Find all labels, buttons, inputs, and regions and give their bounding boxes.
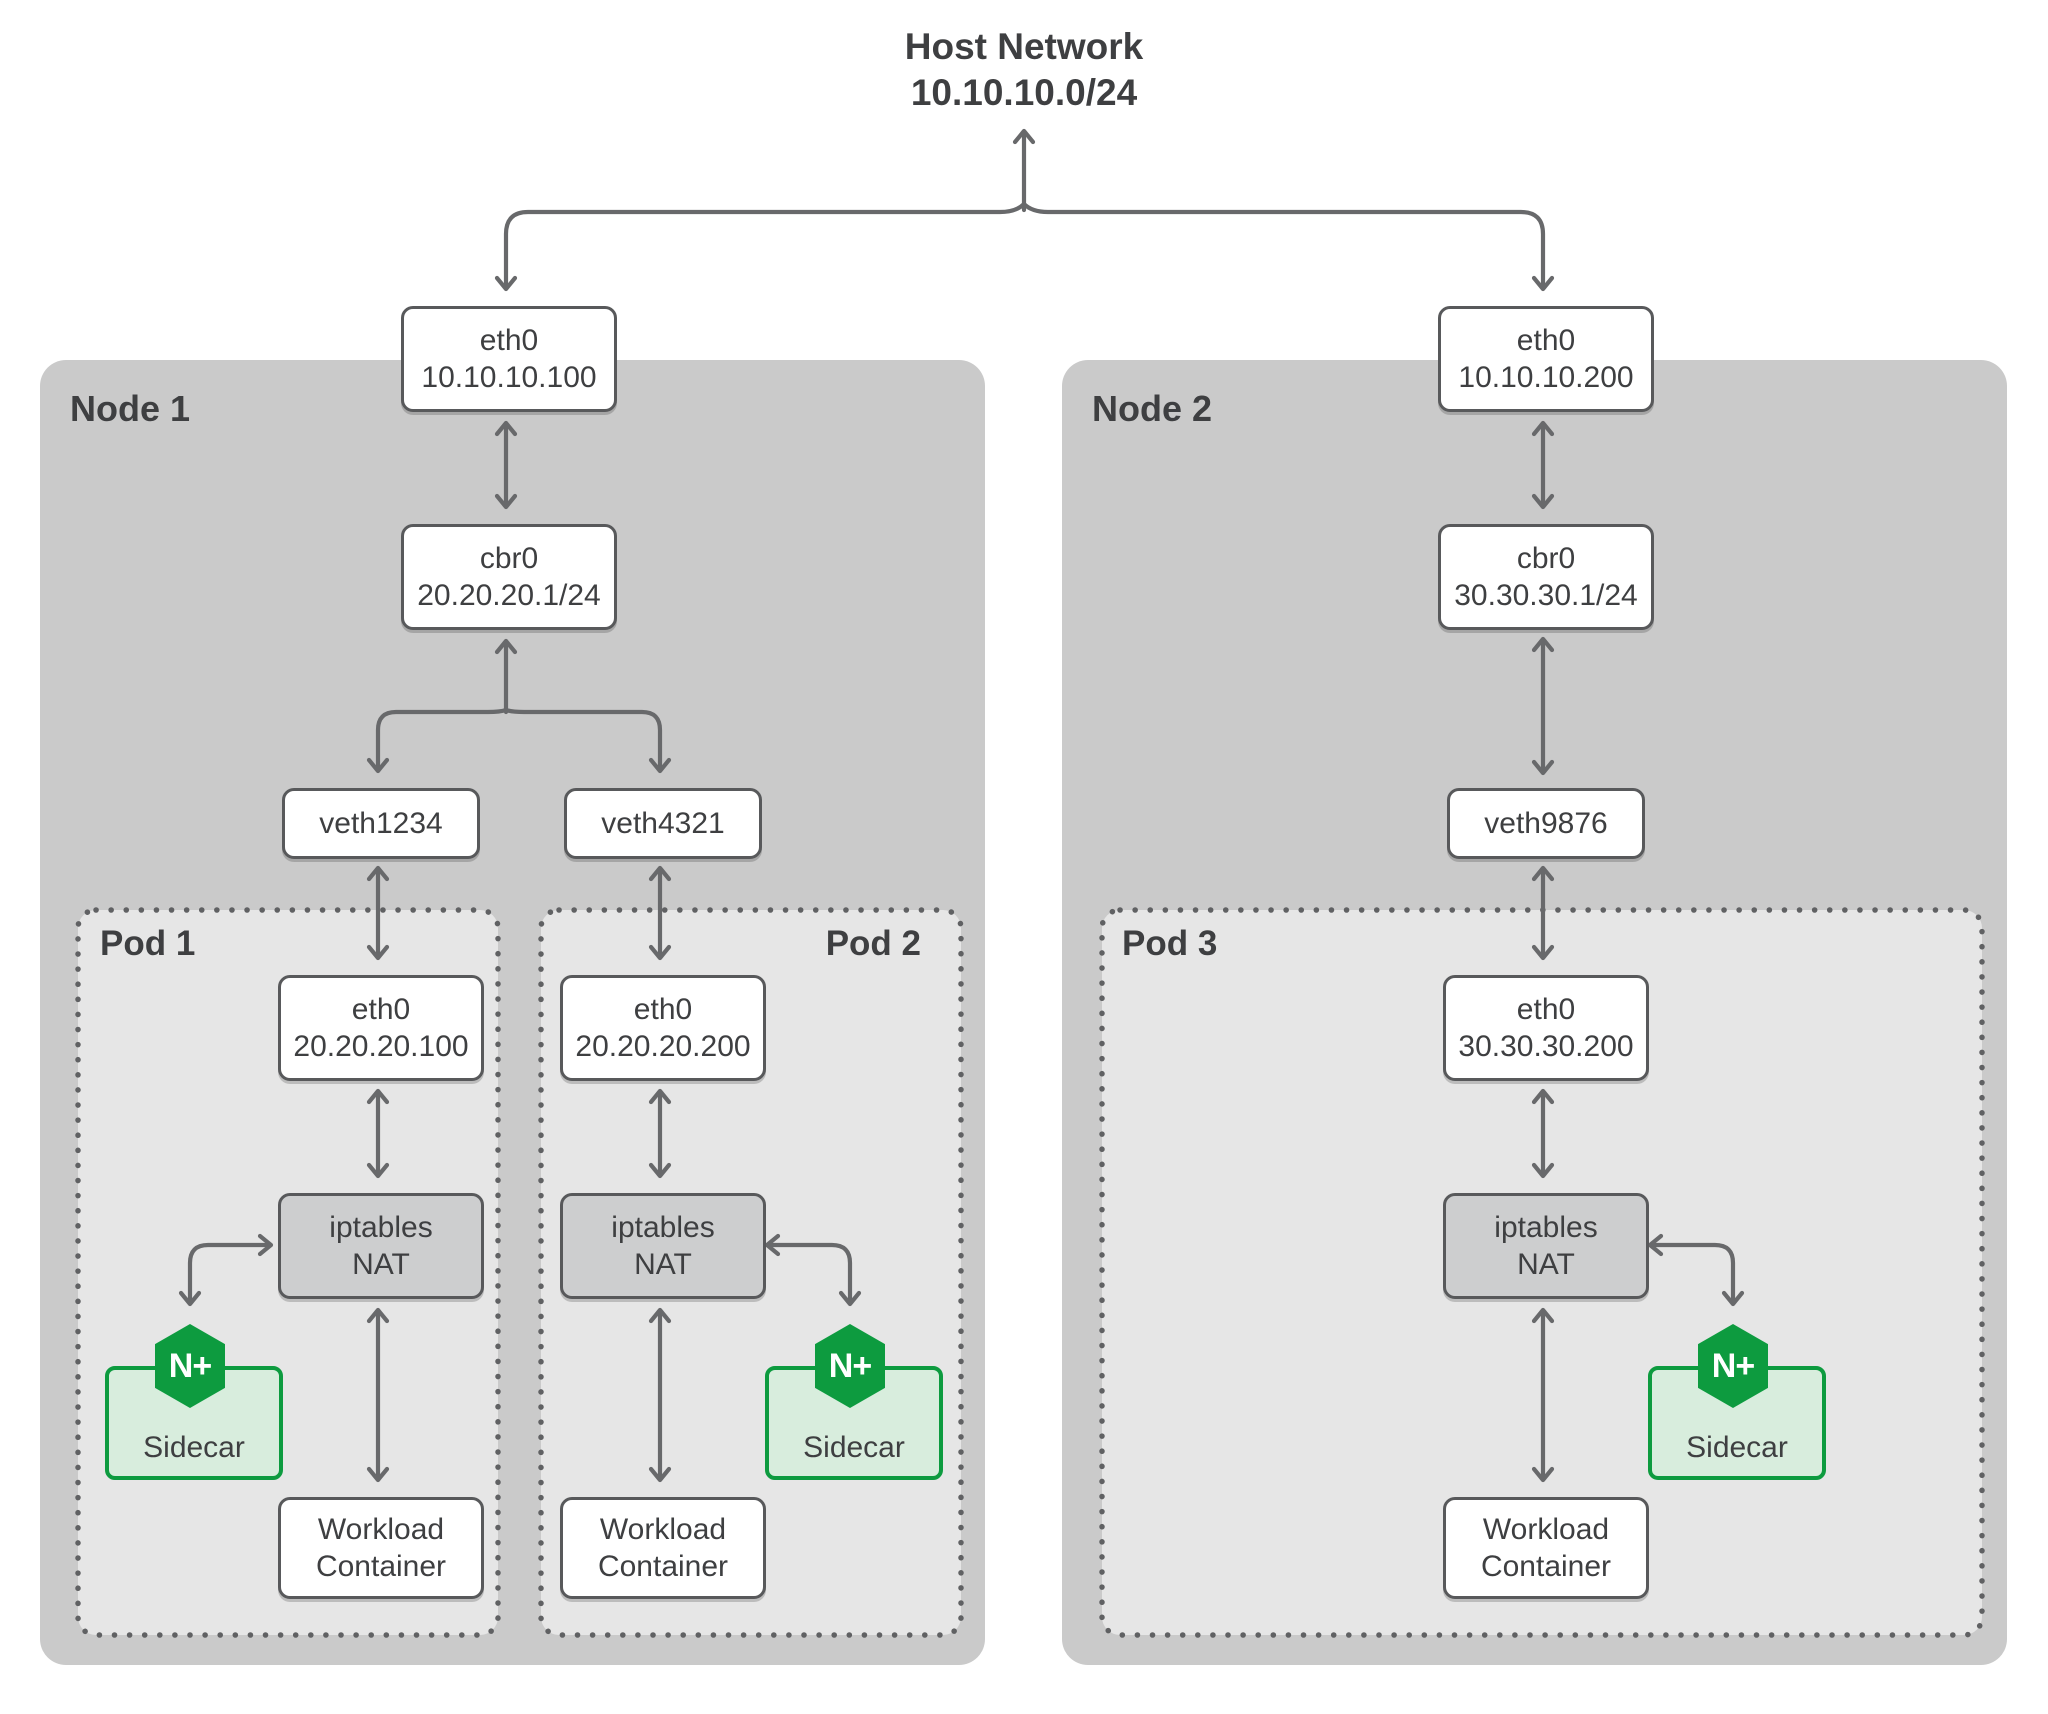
arrow-layer — [178, 128, 1745, 1483]
pod-1-label: Pod 1 — [100, 924, 196, 963]
workload-line2: Container — [597, 1550, 729, 1583]
interface-address: 20.20.20.100 — [293, 1030, 469, 1063]
workload-line1: Workload — [599, 1513, 727, 1546]
bridge-address: 30.30.30.1/24 — [1454, 579, 1638, 612]
nginx-plus-icon: N+ — [815, 1324, 885, 1408]
nat-line1: iptables — [329, 1211, 433, 1244]
host-network-cidr: 10.10.10.0/24 — [910, 72, 1138, 113]
nginx-plus-icon: N+ — [155, 1324, 225, 1408]
bridge-name: cbr0 — [479, 542, 539, 575]
interface-address: 30.30.30.200 — [1458, 1030, 1634, 1063]
nginx-plus-icon: N+ — [1698, 1324, 1768, 1408]
interface-name: eth0 — [633, 993, 693, 1026]
veth-name: veth1234 — [319, 807, 443, 840]
nat-line2: NAT — [352, 1248, 410, 1281]
nat-line1: iptables — [1494, 1211, 1598, 1244]
nat-line1: iptables — [611, 1211, 715, 1244]
arrow-host-to-node1-eth0 — [494, 201, 1027, 292]
pod-1-eth0-box: eth0 20.20.20.100 — [278, 975, 484, 1081]
pod-1-iptables-nat-box: iptables NAT — [278, 1193, 484, 1299]
sidecar-label: Sidecar — [1686, 1431, 1788, 1464]
pod-2-workload-container-box: Workload Container — [560, 1497, 766, 1599]
node-2-veth9876-box: veth9876 — [1447, 788, 1645, 859]
pod-3-eth0-box: eth0 30.30.30.200 — [1443, 975, 1649, 1081]
bridge-address: 20.20.20.1/24 — [417, 579, 601, 612]
pod-1-workload-container-box: Workload Container — [278, 1497, 484, 1599]
pod-2-iptables-nat-box: iptables NAT — [560, 1193, 766, 1299]
arrow-cbr0-to-veth4321 — [503, 707, 672, 774]
nginx-plus-logo-text: N+ — [168, 1346, 212, 1385]
pod-3-iptables-nat-box: iptables NAT — [1443, 1193, 1649, 1299]
host-network-name: Host Network — [904, 26, 1144, 67]
nginx-plus-logo-text: N+ — [828, 1346, 872, 1385]
interface-name: eth0 — [1516, 324, 1576, 357]
nginx-plus-logo-text: N+ — [1711, 1346, 1755, 1385]
node-1-cbr0-box: cbr0 20.20.20.1/24 — [401, 524, 617, 630]
workload-line1: Workload — [1482, 1513, 1610, 1546]
pod-2-eth0-box: eth0 20.20.20.200 — [560, 975, 766, 1081]
node-1-eth0-box: eth0 10.10.10.100 — [401, 306, 617, 412]
arrow-pod1-sidecar-nat — [178, 1233, 274, 1307]
sidecar-label: Sidecar — [803, 1431, 905, 1464]
pod-3-label: Pod 3 — [1122, 924, 1218, 963]
workload-line1: Workload — [317, 1513, 445, 1546]
interface-name: eth0 — [479, 324, 539, 357]
arrow-pod3-nat-sidecar — [1647, 1233, 1745, 1307]
node-1-label: Node 1 — [70, 388, 191, 429]
veth-name: veth9876 — [1484, 807, 1608, 840]
interface-address: 10.10.10.200 — [1458, 361, 1634, 394]
interface-address: 20.20.20.200 — [575, 1030, 751, 1063]
arrow-cbr0-to-veth1234 — [366, 707, 509, 774]
host-network-title: Host Network 10.10.10.0/24 — [0, 24, 2048, 116]
arrow-pod2-nat-sidecar — [764, 1233, 862, 1307]
node-2-cbr0-box: cbr0 30.30.30.1/24 — [1438, 524, 1654, 630]
node-1-veth4321-box: veth4321 — [564, 788, 762, 859]
arrow-host-to-node2-eth0 — [1021, 201, 1555, 292]
bridge-name: cbr0 — [1516, 542, 1576, 575]
nat-line2: NAT — [634, 1248, 692, 1281]
veth-name: veth4321 — [601, 807, 725, 840]
node-1-veth1234-box: veth1234 — [282, 788, 480, 859]
workload-line2: Container — [1480, 1550, 1612, 1583]
node-2-label: Node 2 — [1092, 388, 1213, 429]
sidecar-label: Sidecar — [143, 1431, 245, 1464]
workload-line2: Container — [315, 1550, 447, 1583]
interface-name: eth0 — [351, 993, 411, 1026]
node-2-eth0-box: eth0 10.10.10.200 — [1438, 306, 1654, 412]
nat-line2: NAT — [1517, 1248, 1575, 1281]
interface-address: 10.10.10.100 — [421, 361, 597, 394]
interface-name: eth0 — [1516, 993, 1576, 1026]
pod-2-label: Pod 2 — [825, 924, 921, 963]
pod-3-workload-container-box: Workload Container — [1443, 1497, 1649, 1599]
